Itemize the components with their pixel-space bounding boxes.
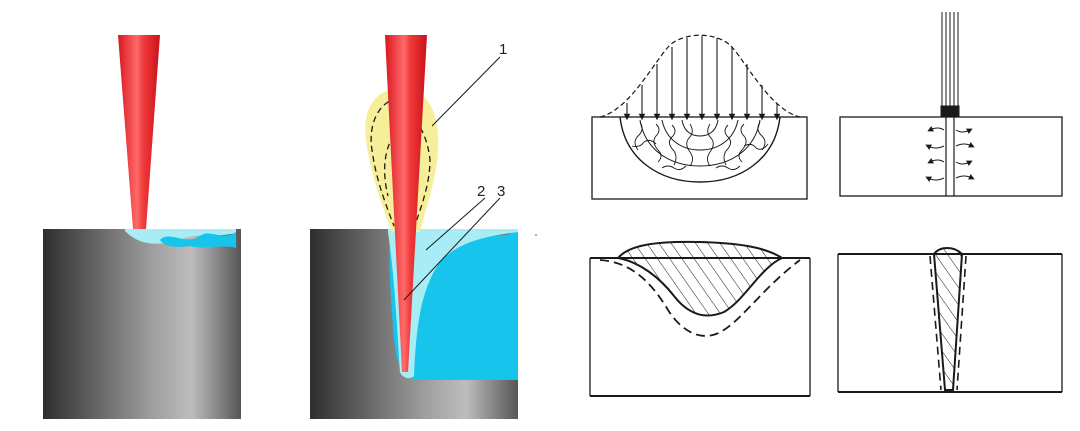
- beam-focus: [940, 105, 960, 117]
- haz-boundary-dashed: [599, 259, 801, 337]
- isotherm-3: [681, 119, 719, 137]
- keyhole-weld-section: [837, 247, 1063, 393]
- label-2: 2: [477, 183, 485, 200]
- lateral-flow-arrows: [925, 125, 975, 183]
- isotherm-1: [639, 119, 761, 167]
- keyhole-mode-illustration: 1 2 3: [310, 35, 518, 419]
- laser-beam-right: [385, 35, 427, 372]
- metal-block-left: [43, 229, 241, 419]
- keyhole-heat-flow-diagram: [839, 12, 1063, 197]
- leader-line-1: [431, 56, 501, 127]
- keyhole-wall: [388, 229, 518, 379]
- leader-line-3: [403, 197, 501, 301]
- leader-line-2: [425, 197, 486, 251]
- conduction-mode-illustration: [43, 35, 241, 419]
- heat-flow-squiggles: [631, 121, 769, 171]
- keyhole-haz-left: [929, 255, 942, 391]
- gaussian-profile: [599, 34, 801, 118]
- plume-dash-1: [370, 97, 399, 227]
- conduction-weld-section: [589, 240, 811, 397]
- melt-boundary-semicircle: [619, 116, 781, 183]
- keyhole-weld-hatched: [932, 247, 964, 391]
- label-3: 3: [497, 183, 505, 200]
- weld-bead-hatched: [616, 240, 785, 317]
- label-1: 1: [499, 41, 507, 58]
- conduction-heat-flow-diagram: [591, 34, 808, 200]
- energy-arrows: [623, 36, 781, 121]
- beam-lines: [941, 12, 959, 117]
- laser-beam-left: [118, 35, 160, 229]
- stray-mark: [535, 234, 537, 236]
- workpiece-top-left: [591, 116, 808, 200]
- melt-pool-shallow: [125, 229, 236, 244]
- melt-surface-splash: [160, 232, 236, 248]
- keyhole-haz-right: [956, 255, 967, 391]
- workpiece-top-right: [839, 116, 1063, 197]
- isotherm-2: [661, 119, 739, 151]
